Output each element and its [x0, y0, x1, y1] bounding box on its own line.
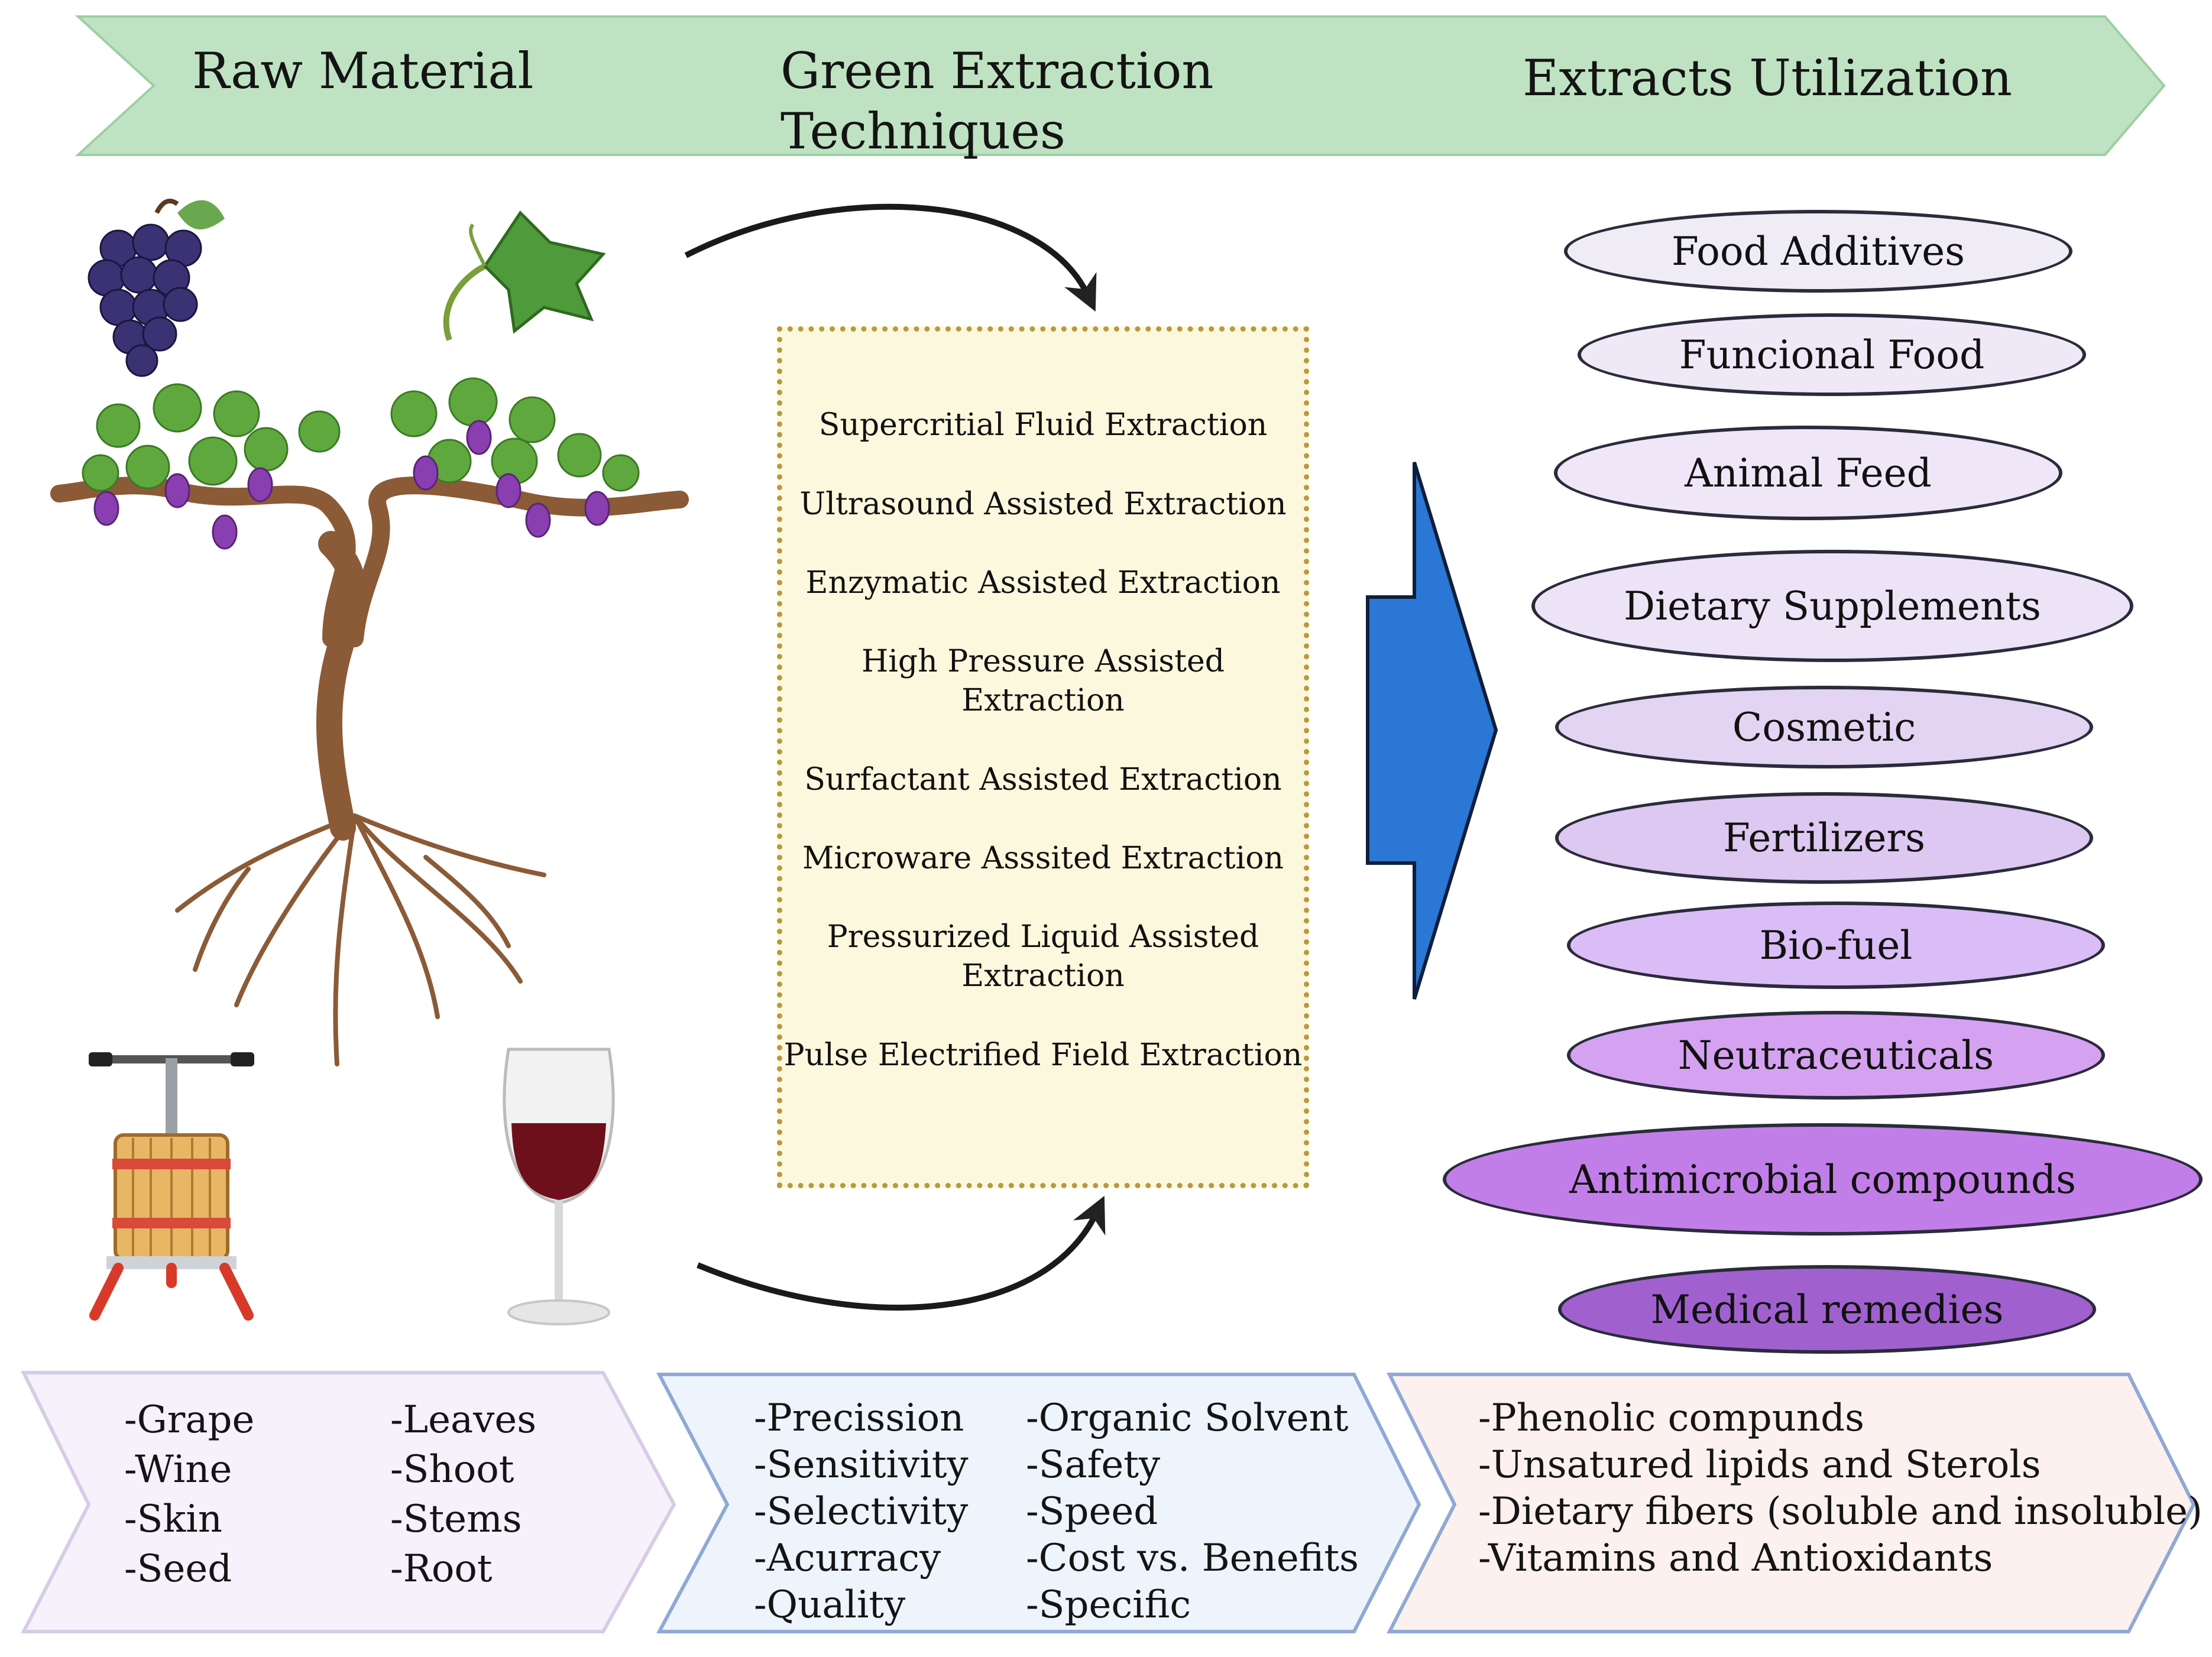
green-list-right: -Organic Solvent -Safety -Speed -Cost vs…: [1026, 1395, 1359, 1629]
curved-arrow-top: [684, 203, 1097, 312]
list-item: -Cost vs. Benefits: [1026, 1536, 1359, 1580]
list-item: -Seed: [124, 1547, 232, 1591]
list-item: -Sensitivity: [754, 1443, 969, 1487]
raw-list-right: -Leaves -Shoot -Stems -Root: [390, 1395, 536, 1594]
list-item: -Safety: [1026, 1443, 1161, 1487]
curved-arrow-bottom: [697, 1195, 1106, 1311]
list-item: -Stems: [390, 1497, 522, 1541]
technique-2: Ultrasound Assisted Extraction: [799, 487, 1287, 522]
grape-leaf-icon: [443, 210, 606, 341]
grape-bunch-icon: [88, 199, 225, 377]
list-item: -Quality: [754, 1583, 906, 1627]
list-item: -Root: [390, 1547, 493, 1591]
green-techniques-panel: [656, 1373, 1421, 1633]
list-item: -Shoot: [390, 1448, 514, 1491]
raw-material-panel: [21, 1371, 676, 1633]
technique-5: Surfactant Assisted Extraction: [804, 762, 1282, 797]
wine-glass-icon: [503, 1048, 615, 1325]
list-item: -Wine: [124, 1448, 232, 1491]
green-list-left: -Precission -Sensitivity -Selectivity -A…: [754, 1395, 969, 1629]
extracts-panel: [1387, 1373, 2196, 1633]
wine-press-icon: [89, 1052, 254, 1321]
list-item: -Speed: [1026, 1490, 1158, 1533]
list-item: -Grape: [124, 1398, 255, 1442]
list-item: -Selectivity: [754, 1490, 969, 1533]
utilization-antimicrobial-compounds: Antimicrobial compounds: [1443, 1123, 2203, 1236]
list-item: -Specific: [1026, 1583, 1191, 1627]
list-item: -Leaves: [390, 1398, 537, 1442]
extracts-list: -Phenolic compunds -Unsatured lipids and…: [1478, 1395, 2203, 1582]
big-blue-arrow: [1366, 462, 1498, 1000]
techniques-box: Supercritial Fluid Extraction Ultrasound…: [777, 326, 1309, 1188]
header-green-extraction-line1: Green Extraction: [780, 42, 1214, 100]
technique-8: Pulse Electrified Field Extraction: [783, 1037, 1303, 1073]
raw-list-left: -Grape -Wine -Skin -Seed: [124, 1395, 254, 1594]
list-item: -Unsatured lipids and Sterols: [1478, 1443, 2041, 1487]
list-item: -Organic Solvent: [1026, 1396, 1349, 1440]
list-item: -Vitamins and Antioxidants: [1478, 1536, 1993, 1580]
utilization-food-additives: Food Additives: [1564, 210, 2072, 293]
list-item: -Acurracy: [754, 1536, 941, 1580]
header-extracts-utilization: Extracts Utilization: [1523, 49, 2013, 107]
technique-1: Supercritial Fluid Extraction: [818, 407, 1268, 443]
header-banner: [75, 15, 2166, 156]
utilization-neutraceuticals: Neutraceuticals: [1567, 1011, 2105, 1100]
utilization-animal-feed: Animal Feed: [1554, 426, 2062, 520]
header-raw-material: Raw Material: [192, 42, 534, 100]
utilization-dietary-supplements: Dietary Supplements: [1531, 550, 2133, 662]
list-item: -Phenolic compunds: [1478, 1396, 1864, 1440]
utilization-cosmetic: Cosmetic: [1555, 686, 2093, 768]
list-item: -Skin: [124, 1497, 222, 1541]
utilization-fertilizers: Fertilizers: [1555, 792, 2093, 884]
header-green-extraction-line2: Techniques: [780, 102, 1066, 160]
list-item: -Precission: [754, 1396, 964, 1440]
utilization-funcional-food: Funcional Food: [1578, 313, 2086, 396]
technique-6: Microware Asssited Extraction: [802, 841, 1284, 876]
utilization-bio-fuel: Bio-fuel: [1567, 902, 2105, 989]
list-item: -Dietary fibers (soluble and insoluble): [1478, 1490, 2203, 1533]
technique-3: Enzymatic Assisted Extraction: [805, 565, 1281, 601]
grapevine-icon: [50, 377, 689, 1066]
utilization-medical-remedies: Medical remedies: [1558, 1265, 2096, 1354]
